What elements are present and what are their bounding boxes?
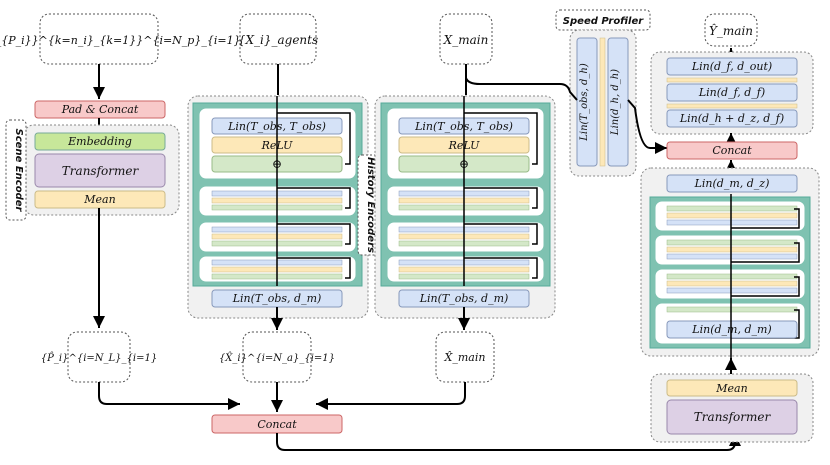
- decoder-lin-out-label: Lin(d_f, d_out): [691, 60, 772, 73]
- decoder-lin-in-block: [666, 109, 798, 128]
- decoder-concat-label: Concat: [712, 144, 752, 157]
- main-residual-blocks: [386, 185, 545, 283]
- input-main-label: X_main: [443, 33, 489, 47]
- embedding-label: Embedding: [67, 135, 132, 148]
- agents-encoded-label: {X̂_i}^{i=N_a}_{i=1}: [219, 352, 335, 364]
- input-agents-box: {X_i}_agents: [238, 13, 318, 65]
- speed-profiler-title: Speed Profiler: [563, 16, 644, 27]
- pad-concat-label: Pad & Concat: [61, 103, 139, 116]
- main-lin-out-label: Lin(T_obs, d_m): [419, 292, 509, 305]
- main-encoded-box: X̂_main: [435, 331, 495, 383]
- decoder-mean-block: [666, 379, 798, 397]
- agents-encoded-box: {X̂_i}^{i=N_a}_{i=1}: [219, 331, 335, 383]
- decoder-concat-block: [666, 141, 798, 160]
- decoder-lin-z-block: [666, 174, 798, 193]
- decoder-lin-ff-label: Lin(d_f, d_f): [698, 86, 765, 99]
- main-encoded-label: X̂_main: [444, 351, 486, 364]
- history-encoders-title: History Encoders: [365, 157, 376, 253]
- input-agents-label: {X_i}_agents: [238, 33, 318, 47]
- decoder-lin-ff-block: [666, 83, 798, 102]
- agents-lin-out-label: Lin(T_obs, d_m): [232, 292, 322, 305]
- decoder-mean-label: Mean: [715, 382, 747, 395]
- decoder-residual-blocks: [654, 200, 806, 345]
- decoder-transformer-block: [666, 399, 798, 435]
- speed-profiler-title-tag: Speed Profiler: [555, 9, 651, 31]
- embedding-block: [34, 132, 166, 151]
- scene-mean-label: Mean: [83, 193, 115, 206]
- input-poi-label: {{C^k_{P_i}}^{k=n_i}_{k=1}}^{i=N_p}_{i=1…: [0, 34, 241, 47]
- scene-encoder-title-tag: Scene Encoder: [5, 119, 27, 221]
- decoder-lin-out-block: [666, 57, 798, 76]
- bottom-concat-label: Concat: [257, 418, 297, 431]
- scene-transformer-block: [34, 153, 166, 188]
- scene-encoder-title: Scene Encoder: [13, 129, 24, 213]
- speed-lin1-label: Lin(T_obs, d_h): [579, 63, 590, 142]
- scene-transformer-label: Transformer: [62, 164, 140, 178]
- decoder-transformer-label: Transformer: [694, 410, 772, 424]
- poi-encoded-label: {P̂_i}^{i=N_L}_{i=1}: [41, 352, 157, 364]
- input-poi-box: {{C^k_{P_i}}^{k=n_i}_{k=1}}^{i=N_p}_{i=1…: [0, 13, 241, 65]
- output-y-main-box: Ŷ_main: [704, 13, 758, 47]
- decoder-lin-in-label: Lin(d_h + d_z, d_f): [679, 112, 784, 125]
- input-main-box: X_main: [439, 13, 493, 65]
- decoder-lin-m-block: [666, 320, 798, 339]
- decoder-lin-z-label: Lin(d_m, d_z): [694, 177, 770, 190]
- poi-encoded-box: {P̂_i}^{i=N_L}_{i=1}: [41, 331, 157, 383]
- output-y-main-label: Ŷ_main: [709, 23, 753, 38]
- speed-lin2-label: Lin(d_h, d_h): [610, 69, 621, 136]
